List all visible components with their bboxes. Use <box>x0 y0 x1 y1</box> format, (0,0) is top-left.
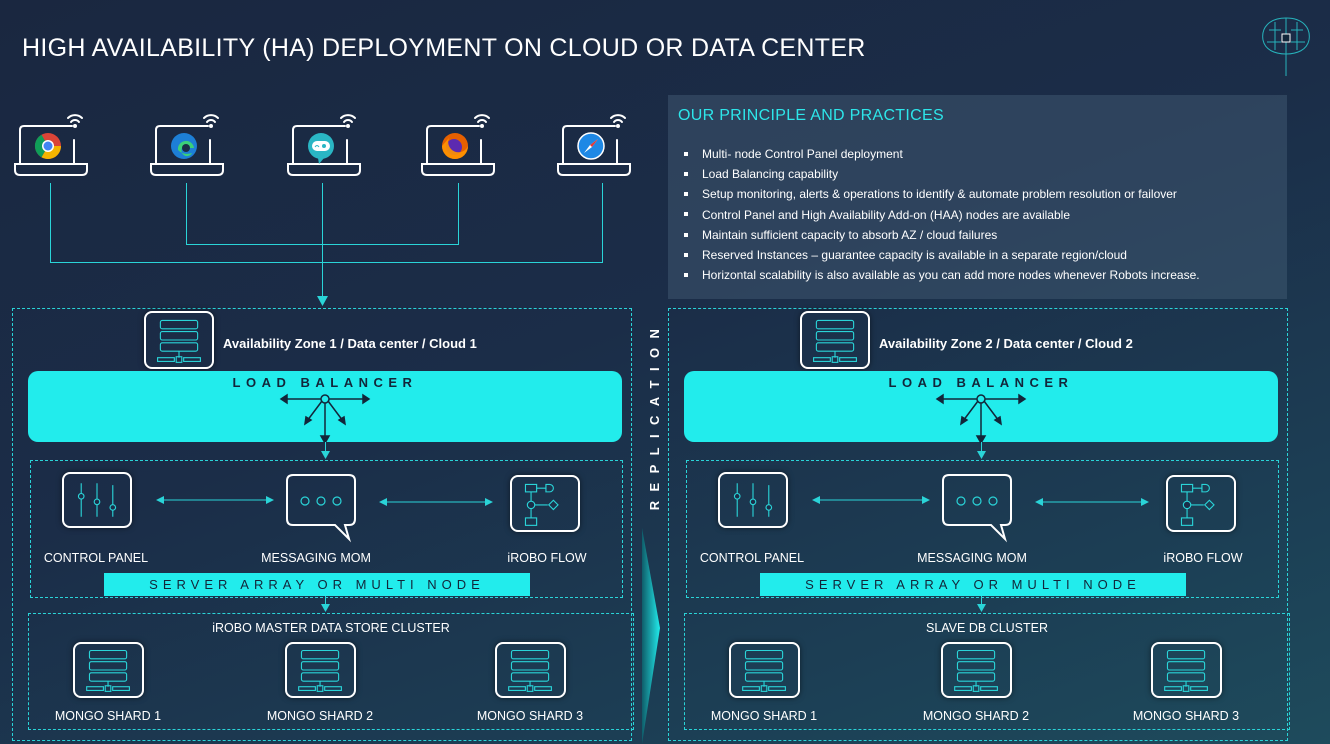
db-cluster <box>28 613 634 730</box>
brain-circuit-logo-icon <box>1262 17 1310 76</box>
node-label-messaging-mom: MESSAGING MOM <box>917 551 1027 565</box>
node-group <box>686 460 1279 598</box>
client-laptop <box>14 112 90 183</box>
shard-label: MONGO SHARD 3 <box>1132 709 1240 723</box>
arrow-down-icon <box>977 451 986 459</box>
database-server-icon <box>285 642 356 698</box>
database-server-icon <box>73 642 144 698</box>
bidirectional-arrow-icon <box>1035 498 1149 506</box>
sliders-icon <box>718 472 788 528</box>
node-label-messaging-mom: MESSAGING MOM <box>261 551 371 565</box>
principles-panel: OUR PRINCIPLE AND PRACTICES Multi- node … <box>668 95 1287 299</box>
server-icon <box>144 311 214 369</box>
shard-label: MONGO SHARD 2 <box>266 709 374 723</box>
robot-chat-icon <box>308 133 334 164</box>
node-label-irobo-flow: iROBO FLOW <box>507 551 587 565</box>
principle-item: Setup monitoring, alerts & operations to… <box>684 184 1200 204</box>
node-group <box>30 460 623 598</box>
database-server-icon <box>1151 642 1222 698</box>
connector-line <box>458 183 459 245</box>
connector-line <box>322 183 323 298</box>
laptop-wifi-icon <box>287 114 361 176</box>
availability-zone: Availability Zone 2 / Data center / Clou… <box>668 308 1290 741</box>
chat-bubble-icon <box>942 474 1012 543</box>
server-array-banner: SERVER ARRAY OR MULTI NODE <box>104 573 530 596</box>
client-laptop <box>557 112 633 183</box>
laptop-wifi-icon <box>421 114 495 176</box>
client-laptop <box>421 112 497 183</box>
connector-line <box>325 442 326 452</box>
principle-item: Load Balancing capability <box>684 164 1200 184</box>
laptop-wifi-icon <box>557 114 631 176</box>
laptop-wifi-icon <box>14 114 88 176</box>
bidirectional-arrow-icon <box>379 498 493 506</box>
replication-arrow-icon <box>642 528 660 744</box>
shard-label: MONGO SHARD 1 <box>54 709 162 723</box>
page-title: HIGH AVAILABILITY (HA) DEPLOYMENT ON CLO… <box>22 34 866 62</box>
principles-heading: OUR PRINCIPLE AND PRACTICES <box>678 107 944 124</box>
load-balancer-label: LOAD BALANCER <box>232 375 418 390</box>
shard-icon-slot <box>495 642 566 703</box>
distribute-arrows-icon <box>935 393 1027 443</box>
load-balancer-label: LOAD BALANCER <box>888 375 1074 390</box>
shard-label: MONGO SHARD 3 <box>476 709 584 723</box>
arrow-down-icon <box>977 604 986 612</box>
shard-icon-slot <box>285 642 356 703</box>
shard-icon-slot <box>73 642 144 703</box>
arrow-down-icon <box>321 604 330 612</box>
connector-line <box>325 596 326 606</box>
client-laptop <box>150 112 226 183</box>
connector-line <box>186 183 187 245</box>
node-label-control-panel: CONTROL PANEL <box>43 551 149 565</box>
bidirectional-arrow-icon <box>812 496 930 504</box>
connector-line <box>981 442 982 452</box>
chrome-icon <box>34 133 62 160</box>
shard-label: MONGO SHARD 1 <box>710 709 818 723</box>
principle-item: Multi- node Control Panel deployment <box>684 144 1200 164</box>
shard-label: MONGO SHARD 2 <box>922 709 1030 723</box>
chat-bubble-icon <box>286 474 356 543</box>
database-server-icon <box>941 642 1012 698</box>
db-cluster-title: SLAVE DB CLUSTER <box>925 621 1049 635</box>
db-cluster-title: iROBO MASTER DATA STORE CLUSTER <box>212 621 450 635</box>
database-server-icon <box>495 642 566 698</box>
replication-label: REPLICATION <box>647 319 662 511</box>
principle-item: Maintain sufficient capacity to absorb A… <box>684 225 1200 245</box>
server-icon <box>800 311 870 369</box>
db-cluster <box>684 613 1290 730</box>
node-label-control-panel: CONTROL PANEL <box>699 551 805 565</box>
node-label-irobo-flow: iROBO FLOW <box>1163 551 1243 565</box>
laptop-wifi-icon <box>150 114 224 176</box>
workflow-icon <box>510 475 580 532</box>
workflow-icon <box>1166 475 1236 532</box>
connector-line <box>602 183 603 263</box>
connector-line <box>50 183 51 263</box>
availability-zone: Availability Zone 1 / Data center / Clou… <box>12 308 634 741</box>
server-array-banner: SERVER ARRAY OR MULTI NODE <box>760 573 1186 596</box>
bidirectional-arrow-icon <box>156 496 274 504</box>
shard-icon-slot <box>729 642 800 703</box>
shard-icon-slot <box>1151 642 1222 703</box>
sliders-icon <box>62 472 132 528</box>
client-laptop <box>287 112 363 183</box>
principle-item: Horizontal scalability is also available… <box>684 265 1200 285</box>
arrow-down-icon <box>317 296 328 306</box>
database-server-icon <box>729 642 800 698</box>
principles-list: Multi- node Control Panel deployment Loa… <box>684 144 1200 285</box>
zone-header: Availability Zone 1 / Data center / Clou… <box>223 336 477 351</box>
safari-icon <box>577 132 605 160</box>
arrow-down-icon <box>321 451 330 459</box>
distribute-arrows-icon <box>279 393 371 443</box>
zone-header: Availability Zone 2 / Data center / Clou… <box>879 336 1133 351</box>
edge-icon <box>171 133 197 159</box>
shard-icon-slot <box>941 642 1012 703</box>
firefox-icon <box>442 133 468 159</box>
connector-line <box>50 262 603 263</box>
principle-item: Control Panel and High Availability Add-… <box>684 205 1200 225</box>
principle-item: Reserved Instances – guarantee capacity … <box>684 245 1200 265</box>
connector-line <box>981 596 982 606</box>
